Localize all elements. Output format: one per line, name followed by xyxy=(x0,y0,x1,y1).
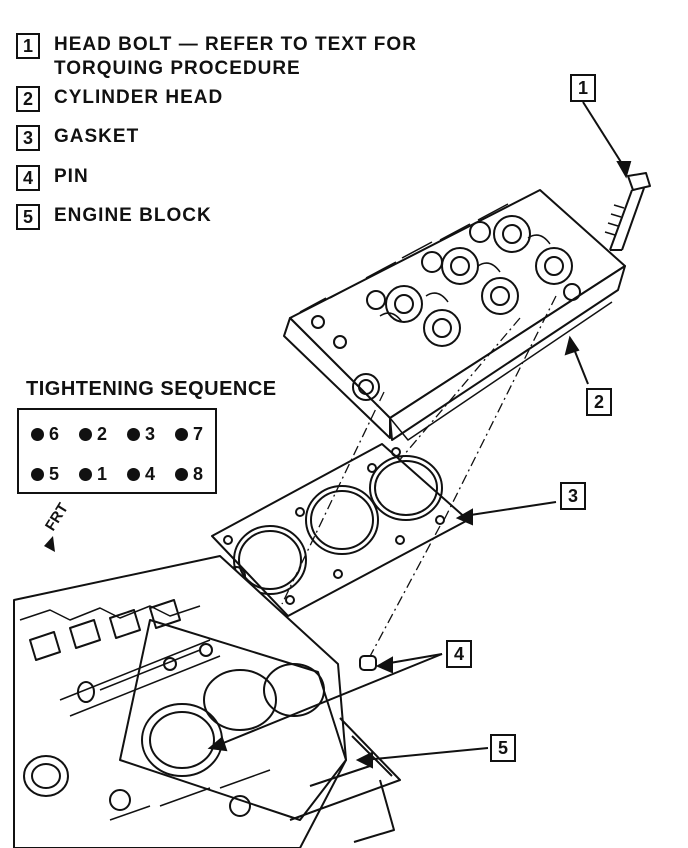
callout-4: 4 xyxy=(446,640,472,668)
bolt-dot-icon xyxy=(79,468,92,481)
legend-label: ENGINE BLOCK xyxy=(54,205,212,226)
sequence-bolt: 8 xyxy=(175,464,203,485)
legend-item-head-bolt: 1 HEAD BOLT — REFER TO TEXT FOR TORQUING… xyxy=(16,33,417,81)
bolt-dot-icon xyxy=(31,468,44,481)
gasket-drawing xyxy=(211,443,469,617)
callout-leaders xyxy=(207,101,632,769)
sequence-bolt: 5 xyxy=(31,464,59,485)
legend-label: GASKET xyxy=(54,126,140,147)
callout-3: 3 xyxy=(560,482,586,510)
tightening-sequence-box: 6 2 3 7 5 1 4 8 xyxy=(17,408,217,494)
bolt-dot-icon xyxy=(31,428,44,441)
head-bolt-drawing xyxy=(604,172,651,251)
engine-block-drawing xyxy=(13,555,401,848)
legend-label: CYLINDER HEAD xyxy=(54,87,224,108)
bolt-dot-icon xyxy=(175,468,188,481)
cylinder-head-drawing xyxy=(283,189,626,441)
callout-1: 1 xyxy=(570,74,596,102)
front-arrow-icon xyxy=(44,536,55,552)
legend-item-engine-block: 5 ENGINE BLOCK xyxy=(16,204,212,230)
callout-2: 2 xyxy=(586,388,612,416)
legend-number: 1 xyxy=(16,33,40,59)
legend-item-cylinder-head: 2 CYLINDER HEAD xyxy=(16,86,223,112)
legend-item-pin: 4 PIN xyxy=(16,165,89,191)
bolt-dot-icon xyxy=(127,468,140,481)
tightening-sequence-title: TIGHTENING SEQUENCE xyxy=(26,378,277,400)
legend-number: 2 xyxy=(16,86,40,112)
legend-number: 3 xyxy=(16,125,40,151)
legend-label: PIN xyxy=(54,166,89,187)
legend-item-gasket: 3 GASKET xyxy=(16,125,139,151)
legend-label: HEAD BOLT — REFER TO TEXT FOR TORQUING P… xyxy=(54,34,417,79)
legend-number: 4 xyxy=(16,165,40,191)
sequence-bolt: 4 xyxy=(127,464,155,485)
sequence-bolt: 6 xyxy=(31,424,59,445)
sequence-bolt: 7 xyxy=(175,424,203,445)
sequence-bolt: 2 xyxy=(79,424,107,445)
callout-5: 5 xyxy=(490,734,516,762)
bolt-dot-icon xyxy=(79,428,92,441)
sequence-bolt: 3 xyxy=(127,424,155,445)
bolt-dot-icon xyxy=(127,428,140,441)
legend-number: 5 xyxy=(16,204,40,230)
sequence-bolt: 1 xyxy=(79,464,107,485)
bolt-dot-icon xyxy=(175,428,188,441)
